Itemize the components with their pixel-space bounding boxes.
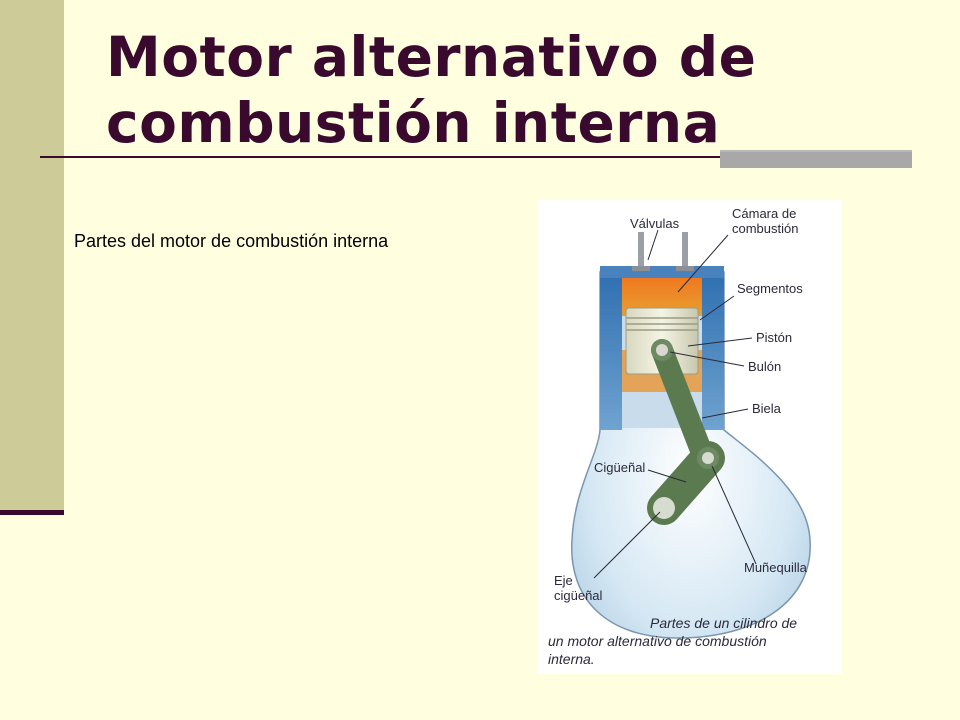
slide-subtitle: Partes del motor de combustión interna — [74, 231, 389, 251]
leader-valvulas — [647, 229, 659, 261]
caption-line3: interna. — [548, 651, 595, 667]
valve-left — [638, 232, 644, 270]
crank-pin-hole — [702, 452, 714, 464]
label-ciguenal: Cigüeñal — [594, 460, 645, 475]
label-segmentos: Segmentos — [737, 281, 803, 296]
leader-camara — [677, 234, 729, 293]
leader-eje — [593, 511, 661, 579]
caption-line2: un motor alternativo de combustión — [548, 633, 767, 649]
label-eje-line1: Eje — [554, 573, 573, 588]
side-bar — [0, 0, 64, 510]
label-camara-line1: Cámara de — [732, 206, 796, 221]
slide-title-line2: combustión interna — [106, 91, 721, 155]
engine-cylinder-illustration: Válvulas Cámara de combustión Segmentos … — [548, 206, 811, 667]
leader-ciguenal — [647, 469, 687, 483]
connecting-rod — [651, 339, 715, 469]
valve-left-head — [632, 266, 650, 271]
label-valvulas: Válvulas — [630, 216, 680, 231]
cylinder-wall-right — [702, 272, 724, 430]
title-rule-accent — [720, 150, 912, 168]
cylinder-head — [600, 266, 724, 278]
label-biela: Biela — [752, 401, 782, 416]
leader-biela — [701, 408, 749, 419]
title-rule — [40, 156, 912, 158]
side-bar-cap — [0, 510, 64, 515]
crank-arm — [647, 441, 725, 525]
caption-line1: Partes de un cilindro de — [650, 615, 797, 631]
label-bulon: Bulón — [748, 359, 781, 374]
label-camara-line2: combustión — [732, 221, 798, 236]
leader-piston — [687, 337, 753, 347]
slide-title-line1: Motor alternativo de — [106, 25, 757, 89]
valve-right — [682, 232, 688, 270]
valve-right-head — [676, 266, 694, 271]
slide-title: Motor alternativo de combustión interna — [106, 24, 866, 156]
cylinder-wall-left — [600, 272, 622, 430]
engine-cylinder-diagram: Válvulas Cámara de combustión Segmentos … — [538, 200, 842, 674]
piston-pin-hole — [656, 344, 668, 356]
label-piston: Pistón — [756, 330, 792, 345]
leader-munequilla — [711, 465, 757, 565]
label-munequilla: Muñequilla — [744, 560, 808, 575]
leader-segmentos — [699, 295, 735, 321]
leader-bulon — [669, 351, 745, 367]
label-eje-line2: cigüeñal — [554, 588, 603, 603]
